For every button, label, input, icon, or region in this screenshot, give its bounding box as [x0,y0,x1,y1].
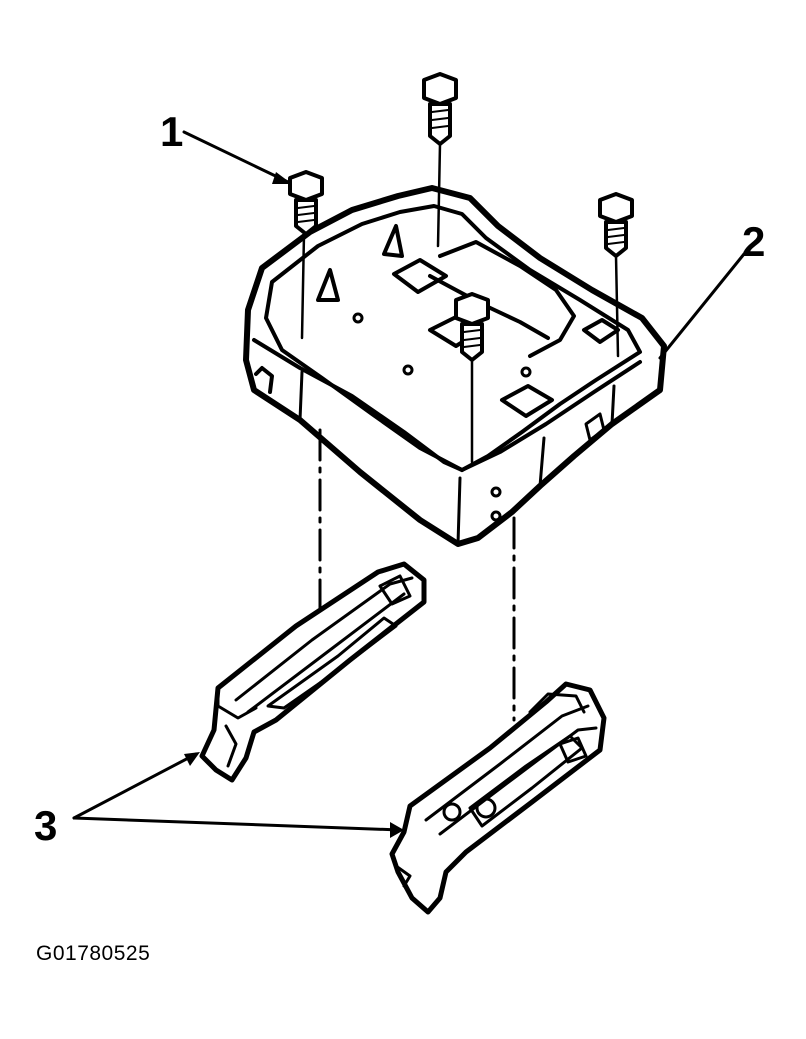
alignment-lines [318,428,516,722]
callout-1-label: 1 [160,108,183,155]
callout-3-label: 3 [34,802,57,849]
seat-riser-base [243,185,667,547]
bolt-front-left [288,170,324,340]
bolt-rear-right [598,192,634,358]
callout-2-label: 2 [742,218,765,265]
seat-track-right [389,681,607,915]
figure-id-label: G01780525 [36,942,151,965]
seat-track-left [199,561,427,783]
bolt-rear-left [422,72,458,248]
bolt-front-right [454,292,490,464]
leader-lines [72,130,746,838]
